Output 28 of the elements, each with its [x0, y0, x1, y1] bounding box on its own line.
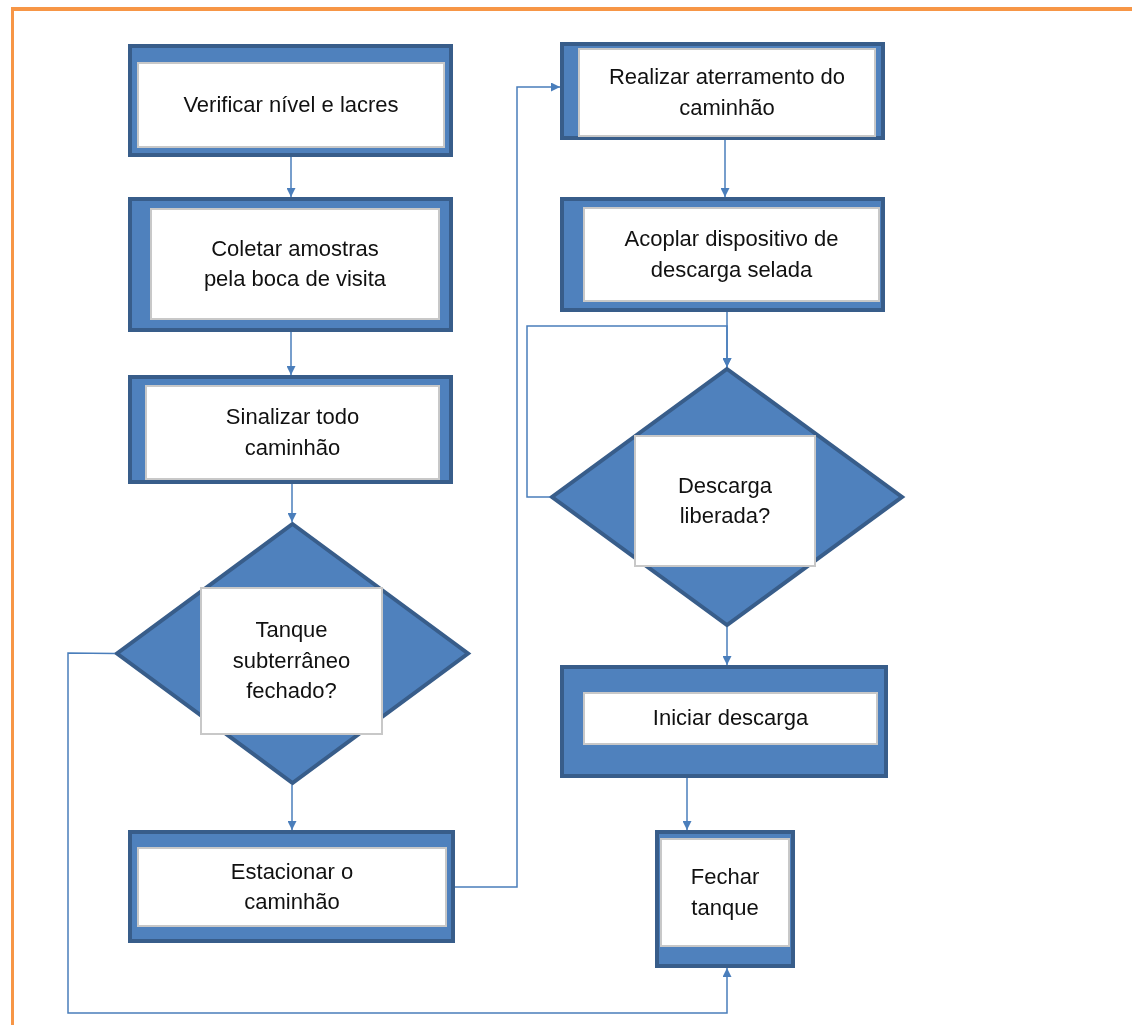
step-label: Acoplar dispositivo de descarga selada [583, 207, 880, 302]
step-label: Realizar aterramento do caminhão [578, 48, 876, 137]
process-box [128, 44, 453, 157]
arrow [286, 156, 296, 198]
process-box [655, 830, 795, 968]
step-label: Sinalizar todo caminhão [145, 385, 440, 480]
process-box [560, 42, 885, 140]
arrow [526, 325, 732, 498]
arrow [720, 139, 730, 198]
step-label: Verificar nível e lacres [137, 62, 445, 148]
arrow [67, 652, 732, 1014]
arrow [287, 784, 297, 831]
process-box [128, 197, 453, 332]
arrow [286, 331, 296, 376]
step-label: Estacionar o caminhão [137, 847, 447, 927]
arrow [682, 777, 692, 831]
arrow [722, 626, 732, 666]
process-box [128, 375, 453, 484]
step-label: Fechar tanque [660, 838, 790, 947]
step-label: Iniciar descarga [583, 692, 878, 745]
step-label: Coletar amostras pela boca de visita [150, 208, 440, 320]
step-label: Tanque subterrâneo fechado? [200, 587, 383, 735]
arrow [287, 483, 297, 523]
process-box [560, 665, 888, 778]
process-box [560, 197, 885, 312]
process-box [128, 830, 455, 943]
step-label: Descarga liberada? [634, 435, 816, 567]
arrow [454, 82, 561, 888]
